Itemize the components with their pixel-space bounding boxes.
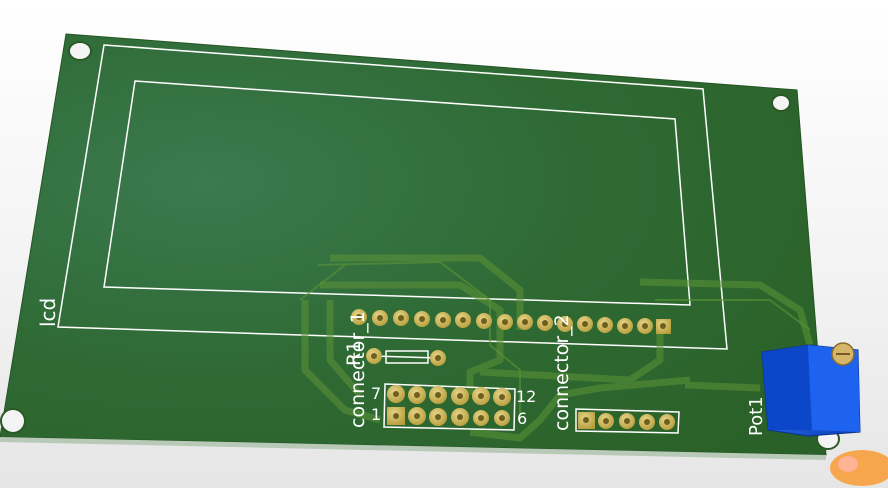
resistor-r1 [366,348,446,366]
pin-12-label: 12 [516,387,536,406]
connector-2-label: connector_2 [551,314,573,431]
lcd-header-pads [351,309,671,334]
lcd-label: lcd [36,298,60,327]
connector-2-footprint [575,408,680,434]
connector-1-footprint [383,383,516,431]
axis-indicator [830,450,888,486]
mounting-hole-top-right [771,94,791,112]
copper-traces [301,254,814,442]
pin-7-label: 7 [371,384,381,403]
connector-1-label: connector_1 [347,311,369,428]
mounting-hole-bottom-left [0,408,26,434]
potentiometer-pot1 [761,342,861,437]
pcb-board-edge [0,437,826,460]
pin-6-label: 6 [517,409,527,428]
mounting-hole-top-left [68,41,92,61]
pin-1-label: 1 [371,405,381,424]
pot1-label: Pot1 [746,396,767,436]
lcd-outline-inner [103,80,691,306]
r1-label: R1 [343,341,365,366]
lcd-outline-outer [57,44,728,350]
axis-indicator-highlight [838,456,858,472]
